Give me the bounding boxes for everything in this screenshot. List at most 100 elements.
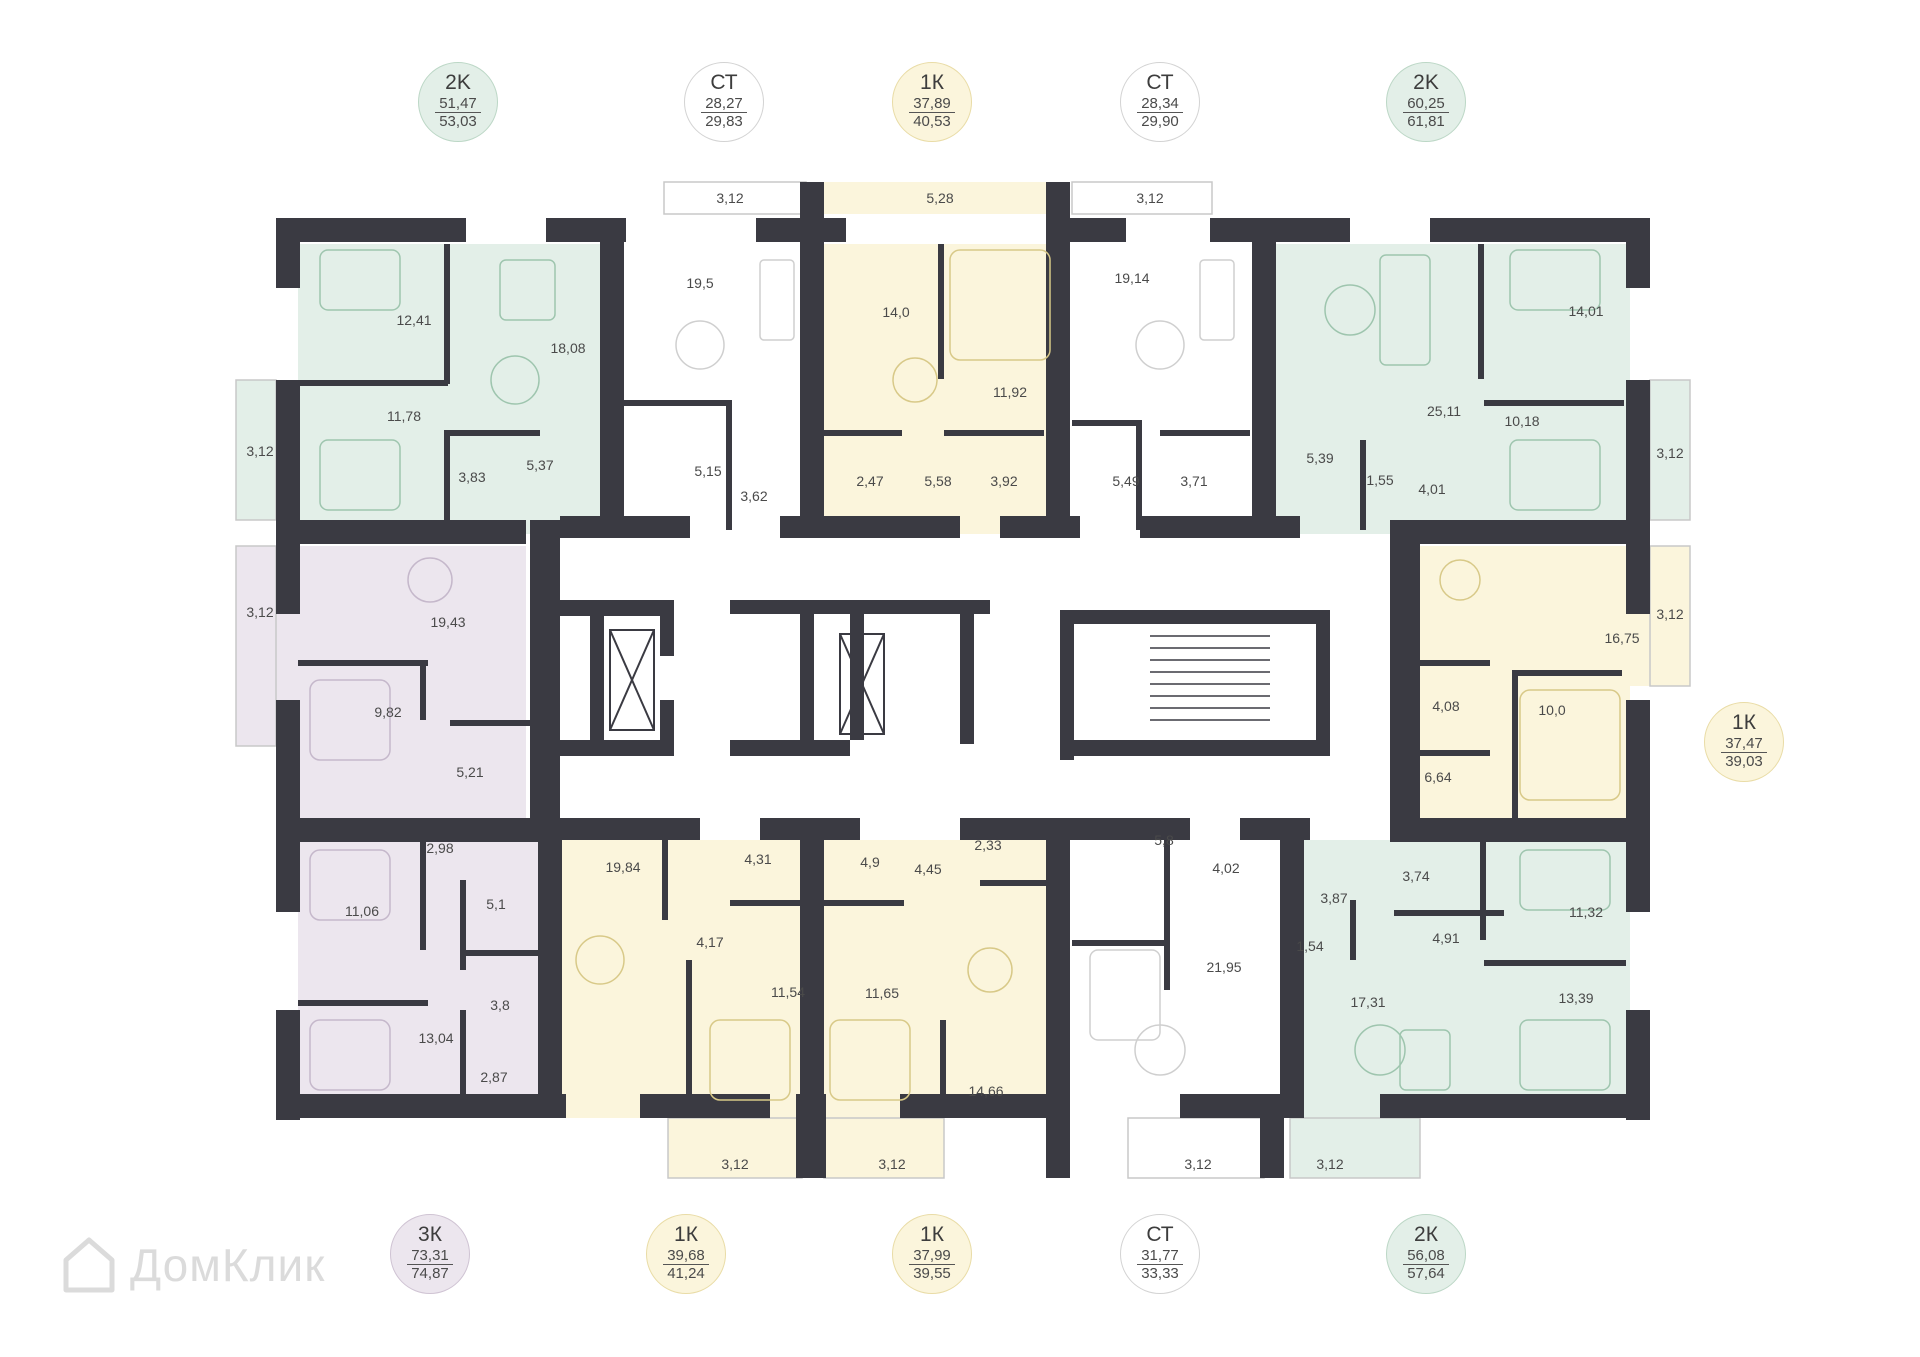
- room-area: 5,8: [1154, 832, 1174, 848]
- total-area: 53,03: [439, 113, 477, 130]
- room-area: 3,12: [878, 1156, 906, 1172]
- room-area: 5,37: [526, 457, 554, 473]
- furniture-violet: [309, 557, 453, 1091]
- watermark: ДомКлик: [62, 1236, 325, 1294]
- room-area: 2,47: [856, 473, 884, 489]
- living-area: 73,31: [407, 1247, 453, 1265]
- apartment-type: 1К: [920, 71, 944, 94]
- room-area: 4,08: [1432, 698, 1460, 714]
- room-area: 13,39: [1558, 990, 1594, 1006]
- apartment-badge-st-top-2[interactable]: СТ 28,34 29,90: [1120, 62, 1200, 142]
- room-area: 6,64: [1424, 769, 1452, 785]
- apartment-type: 1К: [920, 1223, 944, 1246]
- staircase: [1150, 635, 1270, 721]
- apartment-type: 3К: [418, 1223, 442, 1246]
- apartment-type: 2K: [445, 71, 471, 94]
- room-area: 5,49: [1112, 473, 1140, 489]
- living-area: 37,99: [909, 1247, 955, 1265]
- apartment-type: 1К: [1732, 711, 1756, 734]
- room-area: 3,12: [1184, 1156, 1212, 1172]
- room-area: 10,18: [1504, 413, 1540, 429]
- room-area: 13,04: [418, 1030, 454, 1046]
- total-area: 40,53: [913, 113, 951, 130]
- room-area: 16,75: [1604, 630, 1640, 646]
- watermark-text: ДомКлик: [130, 1239, 326, 1291]
- apartment-type: СТ: [1146, 71, 1174, 94]
- room-area: 3,92: [990, 473, 1018, 489]
- total-area: 74,87: [411, 1265, 449, 1282]
- apartment-badge-1k-right[interactable]: 1К 37,47 39,03: [1704, 702, 1784, 782]
- apartment-badge-1k-top[interactable]: 1К 37,89 40,53: [892, 62, 972, 142]
- apartment-badge-2k-top-1[interactable]: 2K 51,47 53,03: [418, 62, 498, 142]
- room-area: 3,62: [740, 488, 768, 504]
- house-logo-icon: [63, 1237, 115, 1293]
- apartment-badge-2k-top-2[interactable]: 2K 60,25 61,81: [1386, 62, 1466, 142]
- room-area: 10,0: [1538, 702, 1566, 718]
- apartment-type: СТ: [710, 71, 738, 94]
- room-area: 19,84: [605, 859, 641, 875]
- room-area: 3,83: [458, 469, 486, 485]
- room-area: 3,12: [246, 604, 274, 620]
- room-area: 5,1: [486, 896, 506, 912]
- room-area: 9,82: [374, 704, 402, 720]
- room-area: 2,98: [426, 840, 454, 856]
- room-area: 3,12: [1656, 606, 1684, 622]
- room-area: 3,74: [1402, 868, 1430, 884]
- room-area: 3,12: [1316, 1156, 1344, 1172]
- total-area: 33,33: [1141, 1265, 1179, 1282]
- apartment-badge-1k-bottom-2[interactable]: 1К 37,99 39,55: [892, 1214, 972, 1294]
- room-area: 4,02: [1212, 860, 1240, 876]
- room-area: 11,06: [345, 903, 379, 919]
- apartment-badge-1k-bottom-1[interactable]: 1К 39,68 41,24: [646, 1214, 726, 1294]
- room-area: 25,11: [1427, 403, 1461, 419]
- room-area: 4,9: [860, 854, 880, 870]
- living-area: 39,68: [663, 1247, 709, 1265]
- total-area: 61,81: [1407, 113, 1445, 130]
- apartment-badge-st-top-1[interactable]: СТ 28,27 29,83: [684, 62, 764, 142]
- furniture: [319, 249, 1611, 1091]
- room-area: 2,33: [974, 837, 1002, 853]
- room-area: 4,45: [914, 861, 942, 877]
- apartment-badge-3k-bottom[interactable]: 3К 73,31 74,87: [390, 1214, 470, 1294]
- room-area: 5,21: [456, 764, 484, 780]
- total-area: 57,64: [1407, 1265, 1445, 1282]
- walls: [276, 182, 1650, 1178]
- room-area: 21,95: [1206, 959, 1242, 975]
- room-area: 4,91: [1432, 930, 1460, 946]
- living-area: 56,08: [1403, 1247, 1449, 1265]
- room-area: 3,12: [716, 190, 744, 206]
- apartment-type: СТ: [1146, 1223, 1174, 1246]
- room-area: 3,87: [1320, 890, 1348, 906]
- room-area: 3,12: [1656, 445, 1684, 461]
- room-area: 17,31: [1350, 994, 1386, 1010]
- room-area: 3,12: [246, 443, 274, 459]
- room-area: 14,01: [1568, 303, 1604, 319]
- living-area: 37,89: [909, 95, 955, 113]
- living-area: 51,47: [435, 95, 481, 113]
- total-area: 39,03: [1725, 753, 1763, 770]
- living-area: 28,34: [1137, 95, 1183, 113]
- room-area: 19,14: [1114, 270, 1150, 286]
- living-area: 31,77: [1137, 1247, 1183, 1265]
- total-area: 41,24: [667, 1265, 705, 1282]
- total-area: 29,90: [1141, 113, 1179, 130]
- room-area: 11,54: [771, 984, 805, 1000]
- room-area: 5,15: [694, 463, 722, 479]
- room-area: 3,12: [1136, 190, 1164, 206]
- room-area: 12,41: [396, 312, 432, 328]
- room-area: 4,31: [744, 851, 772, 867]
- room-area: 18,08: [550, 340, 586, 356]
- room-area: 14,66: [968, 1083, 1004, 1099]
- room-area: 5,28: [926, 190, 954, 206]
- room-area: 11,92: [993, 384, 1027, 400]
- room-area: 14,0: [882, 304, 910, 320]
- living-area: 37,47: [1721, 735, 1767, 753]
- room-area: 3,12: [721, 1156, 749, 1172]
- apartment-badge-2k-bottom[interactable]: 2К 56,08 57,64: [1386, 1214, 1466, 1294]
- room-area: 11,32: [1569, 904, 1603, 920]
- furniture-yellow: [575, 249, 1621, 1101]
- apartment-badge-st-bottom[interactable]: СТ 31,77 33,33: [1120, 1214, 1200, 1294]
- total-area: 29,83: [705, 113, 743, 130]
- living-area: 60,25: [1403, 95, 1449, 113]
